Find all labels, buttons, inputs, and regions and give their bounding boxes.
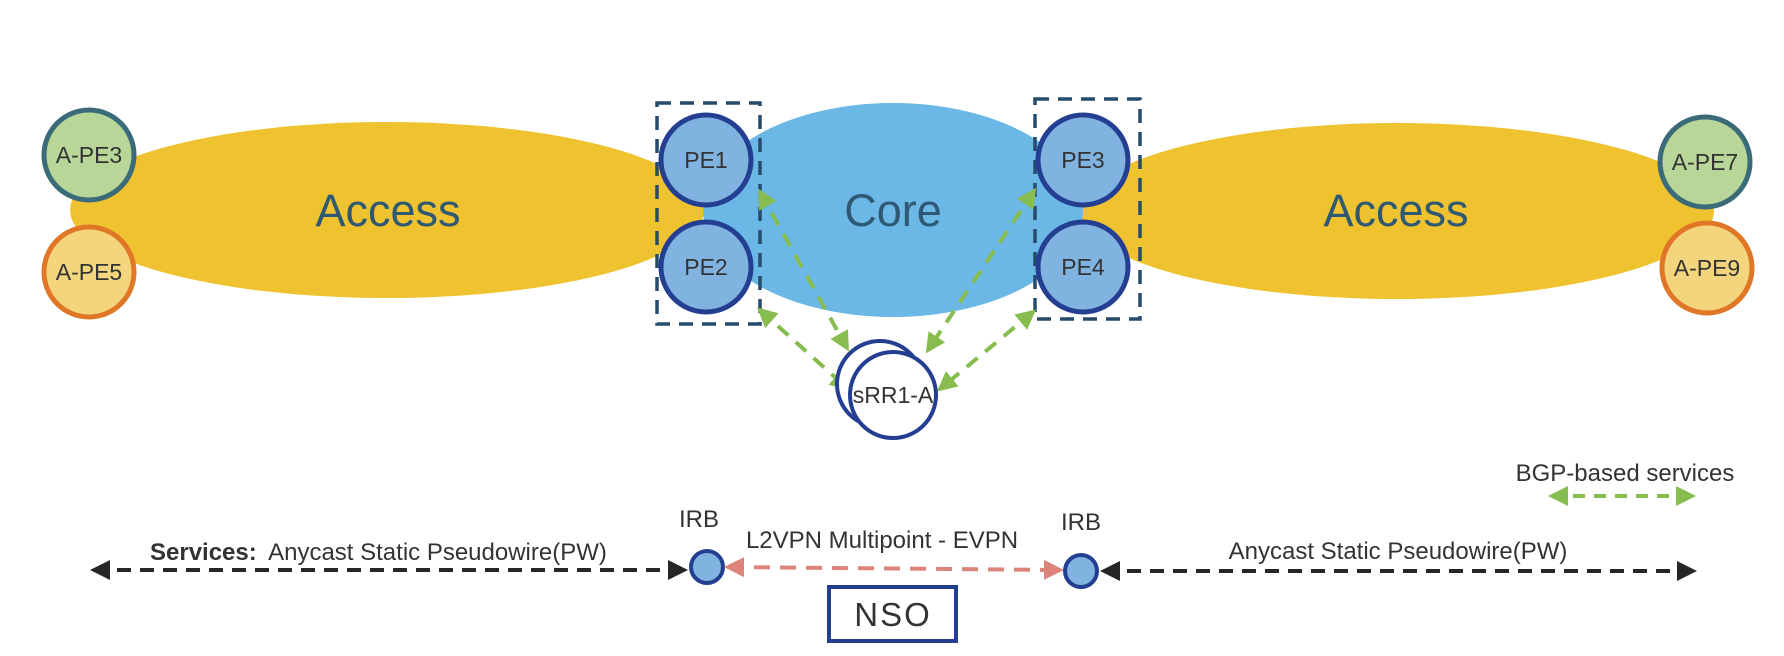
irb-right-node[interactable] [1063, 553, 1099, 589]
core-label: Core [844, 185, 942, 236]
node-a-pe9-label: A-PE9 [1674, 255, 1740, 281]
node-pe3[interactable]: PE3 [1035, 112, 1131, 208]
node-srr1-a-label: sRR1-A [853, 382, 934, 408]
node-a-pe7[interactable]: A-PE7 [1657, 114, 1753, 210]
access-region-right [1080, 123, 1714, 299]
legend-bgp-label: BGP-based services [1516, 460, 1735, 487]
node-a-pe7-label: A-PE7 [1672, 149, 1738, 175]
nso-label: NSO [854, 596, 932, 633]
bgp-link-pe4-srr [936, 309, 1037, 392]
bgp-link-pe3-srr [925, 187, 1037, 354]
node-pe1[interactable]: PE1 [658, 112, 754, 208]
bgp-link-pe2-srr [757, 307, 850, 391]
irb-left-label: IRB [679, 506, 719, 533]
node-a-pe3[interactable]: A-PE3 [41, 107, 137, 203]
node-pe4[interactable]: PE4 [1035, 219, 1131, 315]
irb-left-node[interactable] [689, 549, 725, 585]
services-right-label: Anycast Static Pseudowire(PW) [1229, 538, 1568, 565]
node-a-pe5-label: A-PE5 [56, 259, 122, 285]
evpn-label: L2VPN Multipoint - EVPN [746, 527, 1018, 554]
access-region-left [70, 122, 704, 298]
services-left-label: Anycast Static Pseudowire(PW) [268, 539, 607, 566]
access-right-label: Access [1323, 185, 1468, 236]
node-a-pe3-label: A-PE3 [56, 142, 122, 168]
node-a-pe5[interactable]: A-PE5 [41, 224, 137, 320]
node-pe4-label: PE4 [1061, 254, 1105, 280]
services-prefix: Services: [150, 539, 257, 566]
evpn-arrow [724, 557, 1064, 580]
access-left-label: Access [315, 185, 460, 236]
node-pe3-label: PE3 [1061, 147, 1104, 173]
legend-bgp: BGP-based services [1516, 460, 1735, 506]
nso-box[interactable]: NSO [827, 585, 958, 643]
node-srr1-a[interactable]: sRR1-A [835, 339, 938, 440]
services-left-caption: Services: Anycast Static Pseudowire(PW) [150, 539, 607, 566]
node-pe1-label: PE1 [684, 147, 727, 173]
node-pe2-label: PE2 [684, 254, 727, 280]
irb-right-label: IRB [1061, 509, 1101, 536]
node-a-pe9[interactable]: A-PE9 [1659, 220, 1755, 316]
node-pe2[interactable]: PE2 [658, 219, 754, 315]
